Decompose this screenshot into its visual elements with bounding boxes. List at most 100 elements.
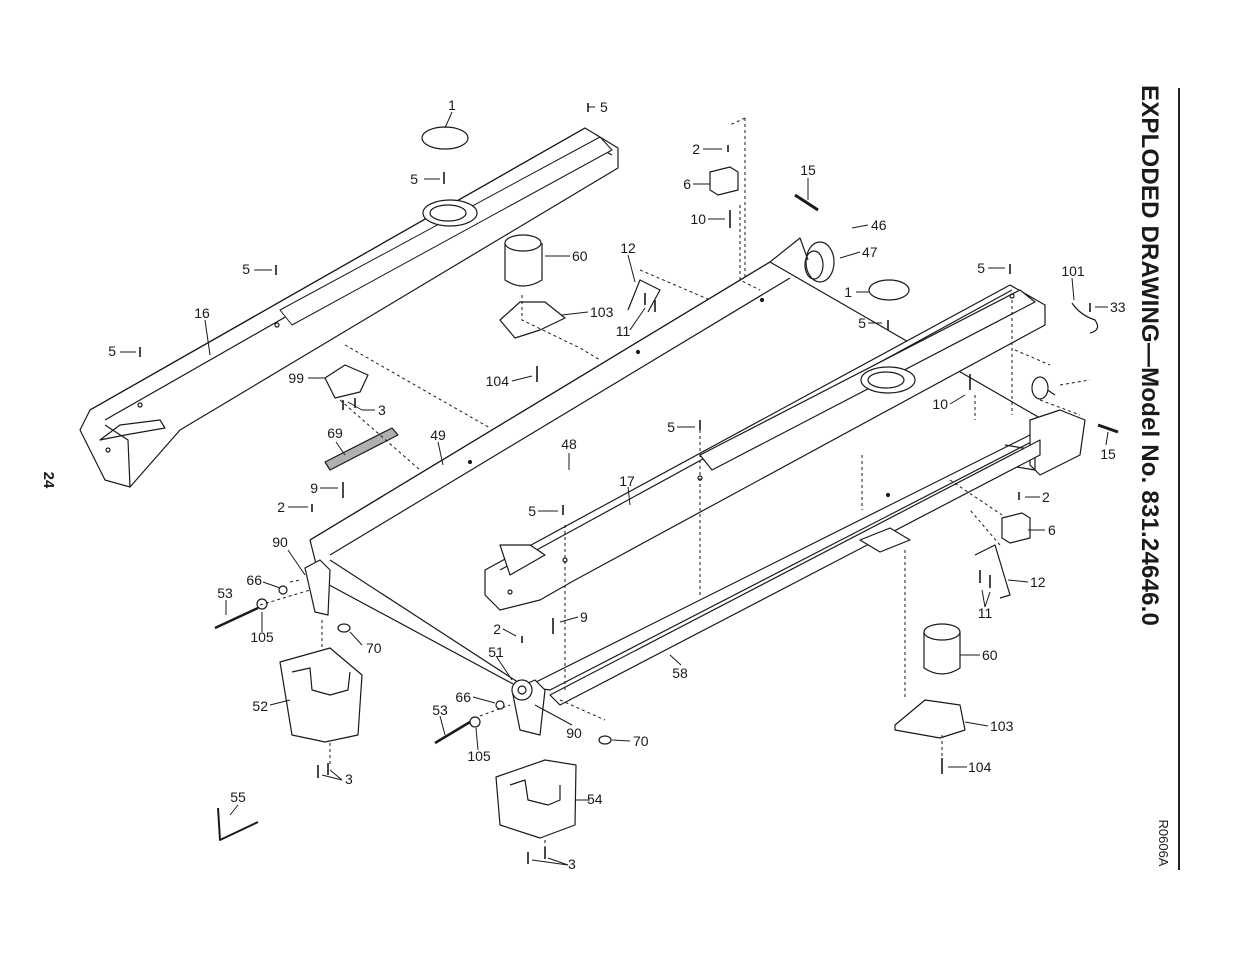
callout: 5: [108, 343, 116, 359]
alignment-lines: [259, 117, 1091, 850]
callout: 90: [566, 725, 582, 741]
callout: 99: [288, 370, 304, 386]
bolt-part-53-right: [434, 720, 471, 745]
title-block: EXPLODED DRAWING—Model No. 831.24646.0: [1136, 85, 1183, 805]
callout: 5: [600, 99, 608, 115]
cover-part-1-lower: [868, 279, 910, 301]
callout: 3: [345, 771, 353, 787]
bolt-part-15-lower: [1097, 423, 1119, 434]
bracket-part-6-lower: [1001, 512, 1031, 544]
callout: 103: [590, 304, 614, 320]
callout: 9: [580, 609, 588, 625]
callout: 53: [432, 702, 448, 718]
callout: 3: [378, 402, 386, 418]
page-number: 24: [40, 471, 57, 489]
callout: 2: [493, 621, 501, 637]
washer-part-66-right: [495, 700, 505, 710]
base-tube-part-58: [549, 439, 1041, 706]
callout: 11: [616, 323, 631, 339]
bracket-part-12-upper: [627, 279, 661, 313]
callout: 70: [366, 640, 382, 656]
callout: 104: [968, 759, 992, 775]
callout: 15: [1100, 446, 1116, 462]
callout: 5: [667, 419, 675, 435]
callout: 105: [250, 629, 274, 645]
callout: 6: [1048, 522, 1056, 538]
rear-foot-part-54: [495, 759, 577, 839]
left-rail-part-16: [79, 127, 619, 488]
callout: 104: [486, 373, 510, 389]
callout: 54: [587, 791, 603, 807]
callout: 60: [572, 248, 588, 264]
rear-roller-part-47: [769, 237, 835, 283]
callout: 10: [932, 396, 948, 412]
cable-part-101: [1071, 302, 1099, 334]
callout: 1: [844, 284, 852, 300]
pivot-bracket-part-51: [511, 679, 546, 736]
wrench-part-55: [217, 807, 259, 841]
callout: 55: [230, 789, 246, 805]
decal-part-69: [324, 427, 399, 471]
bracket-part-6-upper: [709, 166, 739, 196]
callout: 33: [1110, 299, 1126, 315]
callout: 2: [692, 141, 700, 157]
callout: 46: [871, 217, 887, 233]
callout: 105: [467, 748, 491, 764]
right-rail-part-17: [484, 284, 1046, 611]
washer-part-105-left: [256, 598, 268, 610]
callout: 66: [246, 572, 262, 588]
callout: 3: [568, 856, 576, 872]
callout: 52: [252, 698, 268, 714]
callout: 1: [448, 97, 456, 113]
mount-part-103-lower: [894, 699, 966, 739]
mount-part-103-upper: [499, 301, 566, 339]
callout-labels: 1 5 5 5 16 5 99 3 69 49 9 2 90 66 53 105…: [108, 97, 1126, 872]
callout: 17: [619, 473, 635, 489]
callout: 48: [561, 436, 577, 452]
callout: 103: [990, 718, 1014, 734]
callout: 5: [528, 503, 536, 519]
callout: 51: [488, 644, 504, 660]
callout: 70: [633, 733, 649, 749]
callout: 11: [978, 605, 993, 621]
leader-lines: [120, 106, 1109, 866]
drawing-reference-code: R0606A: [1156, 819, 1171, 867]
bolt-part-53-left: [214, 606, 259, 630]
callout: 47: [862, 244, 878, 260]
nut-part-70-left: [337, 623, 351, 633]
callout: 101: [1061, 263, 1085, 279]
callout: 5: [858, 315, 866, 331]
callout: 12: [620, 240, 636, 256]
callout: 58: [672, 665, 688, 681]
left-rail-slots: [279, 136, 613, 326]
cover-part-1-upper: [421, 126, 469, 150]
rear-foot-part-52: [279, 647, 363, 743]
callout: 16: [194, 305, 210, 321]
callout: 53: [217, 585, 233, 601]
page-title: EXPLODED DRAWING—Model No. 831.24646.0: [1136, 85, 1163, 627]
bolt-part-15-upper: [794, 193, 819, 212]
callout: 2: [1042, 489, 1050, 505]
washer-part-105-right: [469, 716, 481, 728]
bracket-part-12-lower: [974, 544, 1011, 599]
washer-part-66-left: [278, 585, 288, 595]
callout: 69: [327, 425, 343, 441]
callout: 5: [242, 261, 250, 277]
callout: 10: [690, 211, 706, 227]
front-roller: [1004, 376, 1086, 476]
bracket-part-99: [324, 364, 369, 399]
callout: 5: [977, 260, 985, 276]
cushion-part-60-upper: [504, 234, 543, 287]
pivot-bracket-part-90-left: [304, 559, 331, 616]
callout: 5: [410, 171, 418, 187]
callout: 6: [683, 176, 691, 192]
cushion-part-60-lower: [923, 623, 961, 675]
callout: 12: [1030, 574, 1046, 590]
callout: 15: [800, 162, 816, 178]
callout: 66: [455, 689, 471, 705]
callout: 60: [982, 647, 998, 663]
title-rule: [1178, 88, 1180, 870]
callout: 90: [272, 534, 288, 550]
